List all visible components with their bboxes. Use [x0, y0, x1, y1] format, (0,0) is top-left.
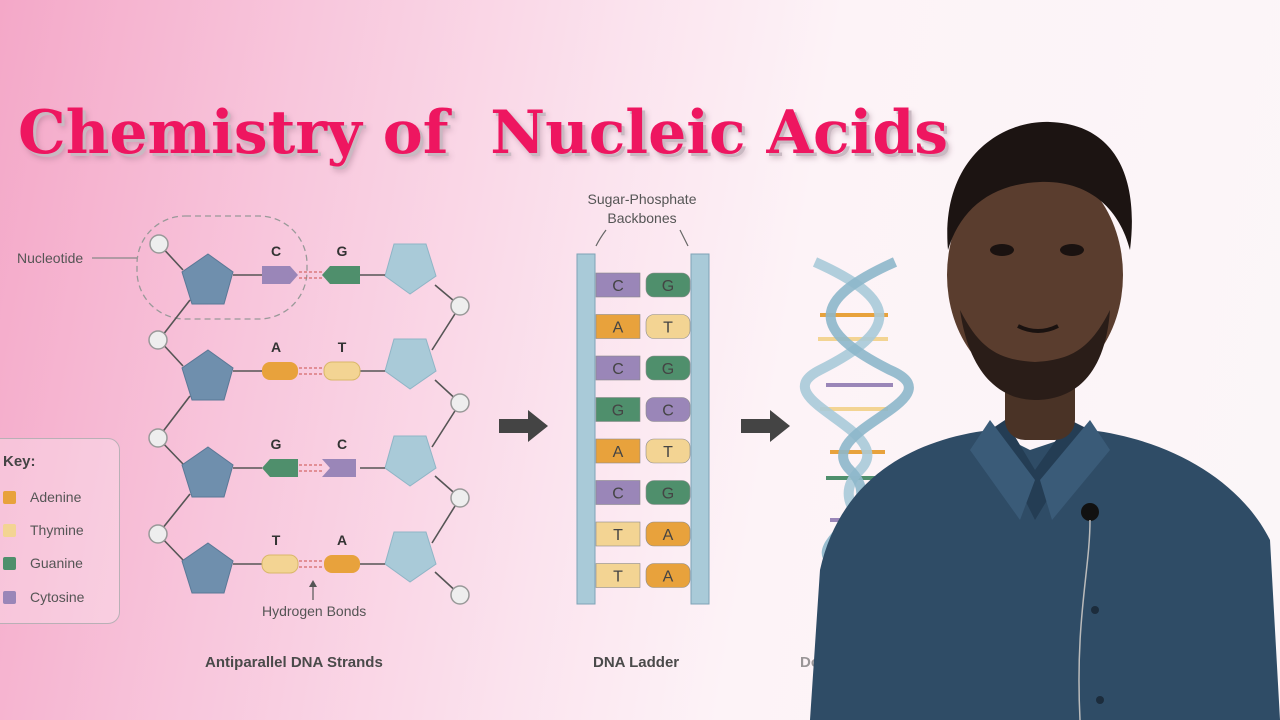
right-arrow-icon — [741, 410, 790, 442]
key-item-guanine: Guanine — [3, 553, 83, 573]
key-label: Cytosine — [30, 589, 85, 605]
ladder-base-letter: C — [612, 278, 624, 295]
strand-base-letter: T — [338, 339, 347, 355]
ladder-base-right — [645, 563, 691, 588]
ladder-base-letter: T — [663, 444, 673, 461]
ladder-base-letter: G — [662, 361, 674, 378]
ladder-base-letter: C — [612, 486, 624, 503]
key-label: Thymine — [30, 522, 84, 538]
ladder-base-letter: C — [612, 361, 624, 378]
ladder-base-left — [595, 272, 641, 298]
ladder-base-left — [595, 480, 641, 505]
hydrogen-bond-dashes — [299, 271, 323, 568]
hydrogen-bond-arrowhead — [309, 580, 317, 587]
caption-ladder: DNA Ladder — [593, 654, 679, 671]
left-sugars — [181, 253, 234, 594]
strand-bases — [261, 266, 361, 574]
strand-base-letter: C — [271, 243, 281, 259]
presenter-image — [810, 121, 1280, 720]
strand-base-letter: A — [337, 532, 347, 548]
ladder-base-left — [595, 397, 641, 422]
caption-strands: Antiparallel DNA Strands — [205, 654, 383, 671]
base-cytosine — [322, 459, 356, 477]
key-label: Guanine — [30, 555, 83, 571]
base-thymine — [261, 554, 299, 574]
ladder-base-letter: T — [613, 569, 623, 586]
backbone-pointer-right — [679, 229, 689, 247]
key-label: Adenine — [30, 489, 82, 505]
ladder-base-letter: C — [662, 403, 674, 420]
key-title: Key: — [3, 453, 36, 470]
key-legend: Key: Adenine Thymine Guanine Cytosine — [0, 438, 120, 624]
key-item-thymine: Thymine — [3, 520, 84, 540]
backbones-label-line2: Backbones — [607, 210, 676, 226]
base-stubs — [233, 274, 385, 565]
hydrogen-bonds-label: Hydrogen Bonds — [262, 603, 366, 619]
ladder-base-left — [595, 355, 641, 381]
base-adenine — [262, 362, 298, 380]
ladder-base-letter: A — [613, 444, 624, 461]
right-arrow-icon — [499, 410, 548, 442]
thymine-swatch — [3, 523, 16, 537]
ladder-base-left — [595, 314, 641, 339]
strand-letters: C G A T G C T A — [271, 243, 348, 548]
ladder-base-right — [645, 438, 691, 464]
ladder-base-letter: A — [663, 569, 674, 586]
right-backbone — [431, 284, 461, 596]
ladder-rungs: C G A T C G G C A T C G T A T A — [595, 272, 691, 588]
ladder-base-right — [645, 355, 691, 381]
phosphates — [148, 234, 470, 605]
base-adenine — [324, 555, 360, 573]
ladder-base-left — [595, 563, 641, 588]
ladder-base-letter: A — [613, 320, 624, 337]
ladder-base-right — [645, 272, 691, 298]
strand-base-letter: C — [337, 436, 347, 452]
ladder-base-letter: T — [663, 320, 673, 337]
ladder-base-right — [645, 397, 691, 422]
right-sugars — [384, 243, 437, 583]
ladder-base-left — [595, 521, 641, 547]
ladder-base-letter: G — [662, 278, 674, 295]
key-item-adenine: Adenine — [3, 487, 81, 507]
ladder-base-letter: T — [613, 527, 623, 544]
backbone-pointer-left — [595, 229, 607, 247]
cytosine-swatch — [3, 590, 16, 604]
ladder-base-letter: A — [663, 527, 674, 544]
ladder-backbone-left — [576, 253, 596, 605]
base-guanine — [322, 266, 360, 284]
ladder-base-right — [645, 314, 691, 339]
ladder-base-left — [595, 438, 641, 464]
strand-base-letter: G — [337, 243, 348, 259]
ladder-base-right — [645, 480, 691, 505]
ladder-base-letter: G — [662, 486, 674, 503]
key-item-cytosine: Cytosine — [3, 587, 84, 607]
ladder-base-right — [645, 521, 691, 547]
adenine-swatch — [3, 490, 16, 504]
base-cytosine — [262, 266, 298, 284]
ladder-base-letter: G — [612, 403, 624, 420]
strand-base-letter: G — [271, 436, 282, 452]
nucleotide-highlight — [136, 215, 308, 320]
base-guanine — [262, 459, 298, 477]
nucleotide-label: Nucleotide — [17, 250, 83, 266]
ladder-backbone-right — [690, 253, 710, 605]
guanine-swatch — [3, 556, 16, 570]
strand-base-letter: T — [272, 532, 281, 548]
left-backbone — [157, 243, 191, 561]
base-thymine — [323, 361, 361, 381]
page-title: Chemistry of Nucleic Acids — [18, 98, 949, 168]
backbones-label-line1: Sugar-Phosphate — [588, 191, 697, 207]
strand-base-letter: A — [271, 339, 281, 355]
